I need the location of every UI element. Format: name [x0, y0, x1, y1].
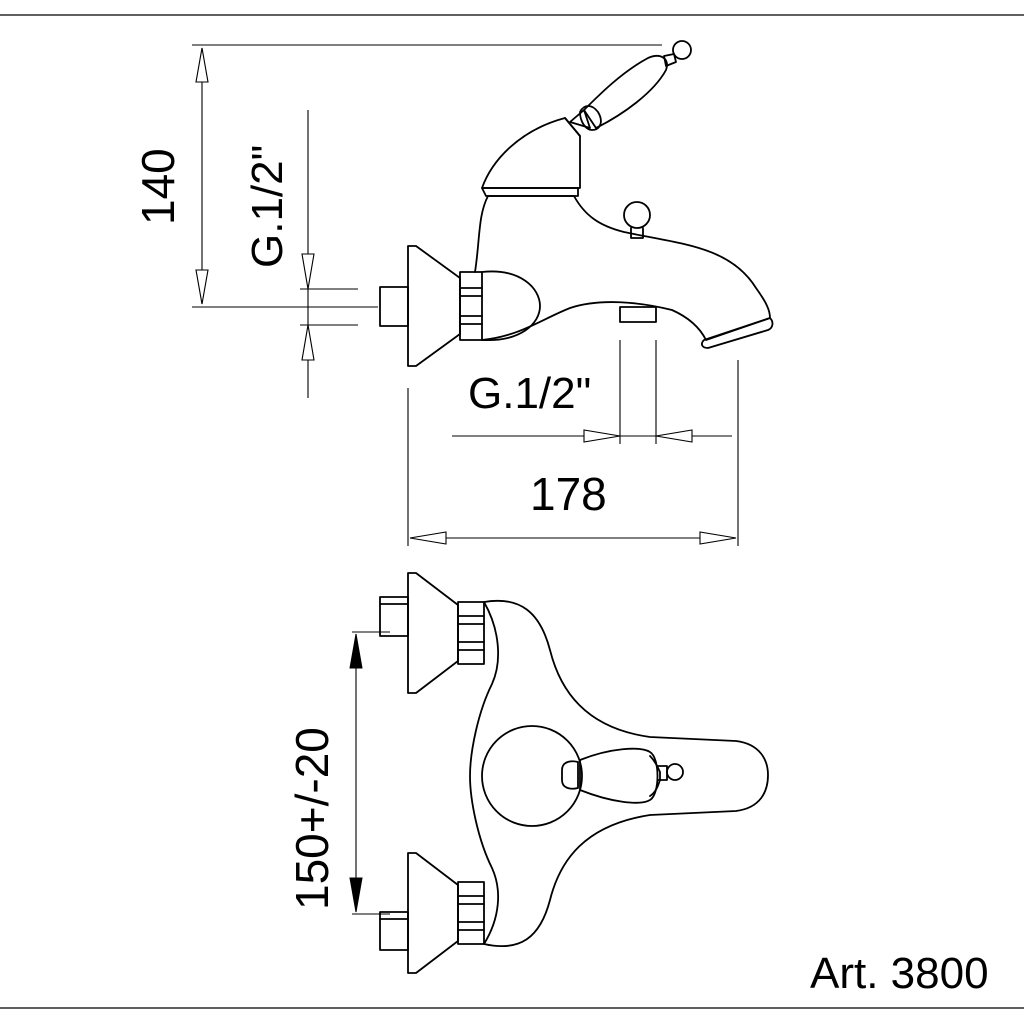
- plan-lever-cap-icon: [666, 763, 684, 781]
- cartridge-disc: [481, 725, 583, 827]
- diverter-stem: [630, 227, 644, 239]
- depth-dimension-label: 178: [530, 468, 607, 520]
- spout-aerator: [701, 317, 774, 349]
- wall-flange: [407, 245, 461, 367]
- upper-hex-nut: [457, 601, 485, 665]
- height-dimension-label: 140: [132, 148, 184, 225]
- lower-wall-flange: [407, 852, 459, 974]
- outlet-pipe: [619, 306, 657, 323]
- outlet-thread-label: G.1/2": [468, 369, 591, 418]
- upper-inlet-stub: [379, 596, 409, 637]
- plan-lever-handle: [579, 747, 659, 804]
- inlet-thread-dimension: G.1/2": [243, 110, 358, 398]
- inlet-thread-label: G.1/2": [243, 145, 292, 268]
- lever-pivot: [561, 760, 579, 790]
- lever-collar: [579, 105, 602, 131]
- diverter-knob-icon: [623, 201, 651, 229]
- outlet-thread-dimension: G.1/2": [452, 340, 732, 444]
- lower-hex-nut: [457, 881, 485, 945]
- upper-wall-flange: [407, 572, 459, 694]
- mixer-body-outline: [469, 600, 769, 948]
- height-dimension: 140: [132, 44, 662, 308]
- connector-bulb: [481, 270, 541, 341]
- hex-nut: [459, 271, 483, 341]
- plan-view: [379, 572, 769, 974]
- spacing-dimension-label: 150+/-20: [286, 727, 338, 910]
- inlet-stub: [379, 286, 409, 327]
- spout-body: [474, 195, 771, 341]
- lever-handle: [583, 55, 668, 129]
- article-label: Art. 3800: [810, 949, 989, 998]
- spacing-dimension: 150+/-20: [286, 631, 390, 915]
- lever-cap-icon: [672, 40, 692, 60]
- lower-inlet-stub: [379, 911, 409, 951]
- cartridge-head: [481, 117, 581, 189]
- side-elevation-view: [379, 40, 774, 367]
- cartridge-ring: [481, 187, 579, 197]
- depth-dimension: 178: [407, 360, 739, 546]
- lever-neck: [569, 109, 591, 129]
